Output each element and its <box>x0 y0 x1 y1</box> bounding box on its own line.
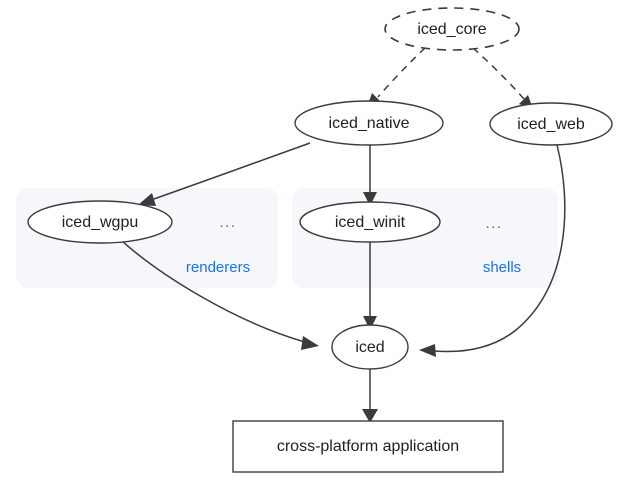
edge-iced-native-to-iced-wgpu <box>138 142 311 206</box>
node-iced-wgpu-label: iced_wgpu <box>62 214 139 231</box>
edge-iced-native-to-iced-wgpu-line <box>153 142 311 200</box>
node-iced-core-shape[interactable] <box>384 7 520 51</box>
node-iced-wgpu-shape[interactable] <box>27 200 173 244</box>
edge-iced-core-to-iced-web <box>472 47 533 109</box>
node-iced-label: iced <box>355 339 384 356</box>
node-iced-winit[interactable]: iced_winit <box>299 201 441 243</box>
node-iced-native[interactable]: iced_native <box>294 100 444 146</box>
node-iced-core-label: iced_core <box>417 21 486 38</box>
node-iced-web-shape[interactable] <box>489 102 613 146</box>
node-iced-web-label: iced_web <box>517 116 585 133</box>
edge-iced-winit-to-iced-arrowhead <box>363 316 377 330</box>
node-iced-shape[interactable] <box>331 324 409 370</box>
edge-iced-native-to-iced-winit <box>363 145 377 206</box>
node-iced-native-label: iced_native <box>329 115 410 132</box>
edge-iced-core-to-iced-web-line <box>472 47 525 100</box>
cluster-shells-label: shells <box>483 259 521 276</box>
cluster-renderers-ellipsis: ... <box>219 214 236 231</box>
node-cross-platform-application[interactable]: cross-platform application <box>232 420 504 473</box>
edge-iced-web-to-iced-arrowhead <box>419 344 436 357</box>
node-iced-winit-label: iced_winit <box>335 214 406 231</box>
cluster-renderers-label: renderers <box>186 259 250 276</box>
node-iced-core[interactable]: iced_core <box>384 7 520 51</box>
node-iced-native-shape[interactable] <box>294 100 444 146</box>
edge-iced-core-to-iced-native <box>367 47 426 107</box>
edge-iced-to-application-arrowhead <box>362 409 378 423</box>
edge-iced-to-application <box>362 369 378 423</box>
edge-iced-wgpu-to-iced <box>121 240 319 350</box>
node-cross-platform-application-label: cross-platform application <box>277 438 459 455</box>
edge-iced-core-to-iced-native-line <box>377 47 426 98</box>
edge-iced-web-to-iced-line <box>433 144 566 353</box>
edge-iced-web-to-iced <box>419 144 566 357</box>
edge-iced-native-to-iced-wgpu-arrowhead <box>138 193 156 206</box>
edge-iced-wgpu-to-iced-line <box>121 240 306 343</box>
node-iced-web[interactable]: iced_web <box>489 102 613 146</box>
edge-iced-winit-to-iced <box>363 242 377 330</box>
node-cross-platform-application-shape[interactable] <box>232 420 504 473</box>
edge-iced-native-to-iced-winit-arrowhead <box>363 192 377 206</box>
cluster-shells-ellipsis: ... <box>485 215 502 232</box>
node-iced-wgpu[interactable]: iced_wgpu <box>27 200 173 244</box>
node-iced[interactable]: iced <box>331 324 409 370</box>
node-iced-winit-shape[interactable] <box>299 201 441 243</box>
edge-iced-wgpu-to-iced-arrowhead <box>301 336 319 350</box>
